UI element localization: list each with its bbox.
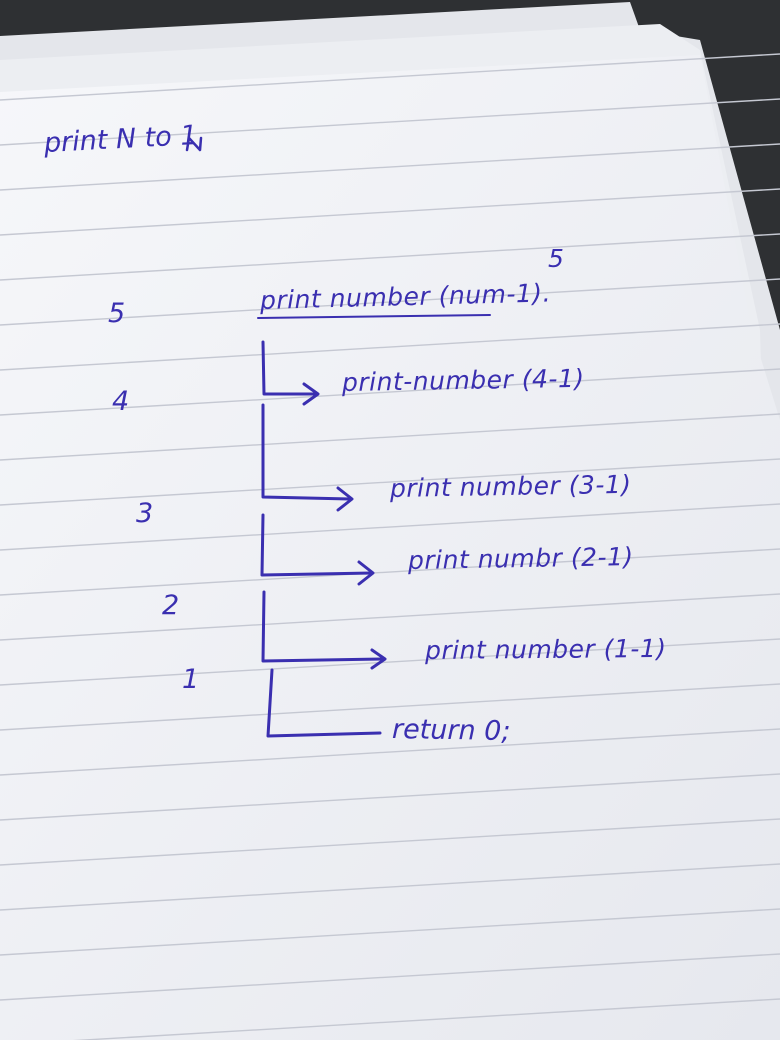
ruled-line	[0, 548, 780, 596]
ruled-line	[0, 98, 780, 146]
ruled-line	[0, 368, 780, 416]
ruled-line	[0, 593, 780, 641]
ruled-line	[0, 233, 780, 281]
ruled-line	[0, 818, 780, 866]
bracket-3	[260, 513, 374, 577]
call-line-5: print number (1-1)	[424, 633, 667, 665]
ruled-line	[72, 998, 780, 1040]
ruled-line	[0, 953, 780, 1001]
num-value-annotation: 5	[548, 244, 565, 273]
bracket-5	[266, 668, 382, 738]
bracket-2	[261, 403, 352, 501]
call-line-3: print number (3-1)	[389, 469, 632, 503]
ruled-line	[0, 458, 780, 506]
margin-number-2: 2	[162, 590, 180, 621]
ruled-line	[0, 683, 780, 731]
first-call-underline	[257, 314, 491, 319]
ruled-line	[0, 53, 780, 101]
return-statement: return 0;	[391, 714, 511, 748]
arrowhead-3	[357, 560, 375, 586]
ruled-line	[0, 728, 780, 776]
ruled-line	[0, 143, 780, 191]
ruled-line	[0, 503, 780, 551]
margin-number-4: 4	[112, 386, 130, 417]
ruled-line	[0, 863, 780, 911]
title-n-mark	[185, 136, 203, 152]
ruled-line	[0, 413, 780, 461]
bracket-1	[261, 340, 318, 396]
call-line-2: print-number (4-1)	[341, 363, 585, 397]
bracket-4	[261, 590, 386, 663]
arrowhead-2	[336, 486, 354, 512]
ruled-line	[0, 773, 780, 821]
ruled-line	[0, 323, 780, 371]
arrowhead-1	[302, 382, 320, 406]
margin-number-1: 1	[182, 664, 200, 695]
ruled-line	[0, 278, 780, 326]
arrowhead-4	[370, 648, 387, 670]
ruled-line	[0, 638, 780, 686]
call-line-4: print numbr (2-1)	[407, 542, 634, 575]
margin-number-5: 5	[108, 298, 126, 329]
ruled-line	[0, 188, 780, 236]
ruled-line	[0, 908, 780, 956]
margin-number-3: 3	[136, 498, 154, 529]
